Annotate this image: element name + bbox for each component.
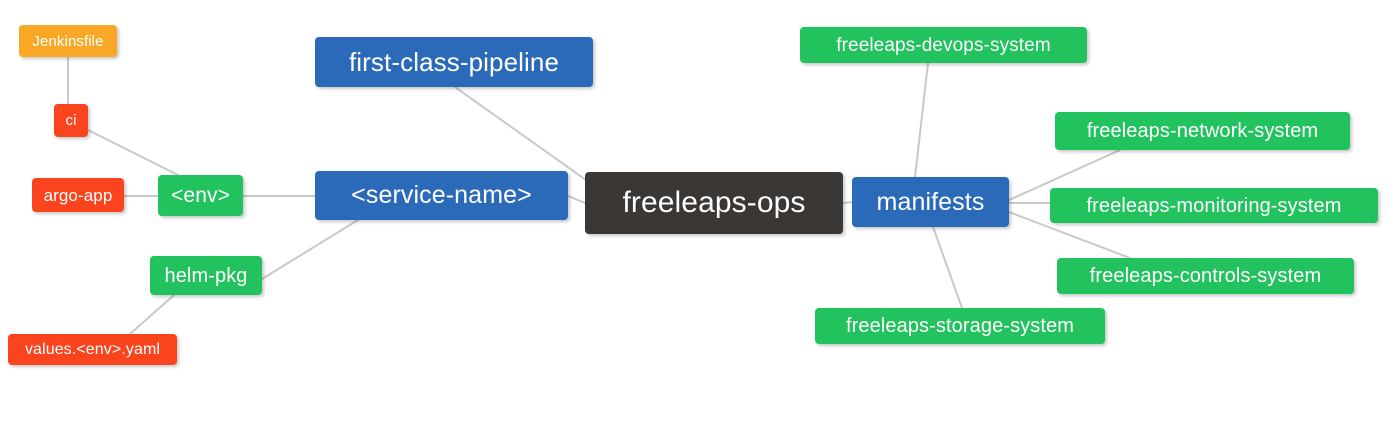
node-freeleaps-storage-system[interactable]: freeleaps-storage-system: [815, 308, 1105, 344]
node-freeleaps-monitoring-system[interactable]: freeleaps-monitoring-system: [1050, 188, 1378, 223]
node-freeleaps-devops-system[interactable]: freeleaps-devops-system: [800, 27, 1087, 63]
node-freeleaps-controls-system[interactable]: freeleaps-controls-system: [1057, 258, 1354, 294]
node-helm-pkg[interactable]: helm-pkg: [150, 256, 262, 295]
node-argo-app[interactable]: argo-app: [32, 178, 124, 212]
node-jenkinsfile[interactable]: Jenkinsfile: [19, 25, 117, 57]
edge-freeleaps-ops-to-service-name: [567, 195, 586, 204]
node-ci[interactable]: ci: [54, 104, 88, 137]
edge-manifests-to-freeleaps-devops-system: [914, 62, 929, 178]
edge-freeleaps-ops-to-manifests: [842, 201, 853, 204]
edge-freeleaps-ops-to-first-class-pipeline: [454, 86, 601, 191]
node-service-name[interactable]: <service-name>: [315, 171, 568, 220]
node-manifests[interactable]: manifests: [852, 177, 1009, 227]
edge-manifests-to-freeleaps-storage-system: [932, 226, 963, 309]
node-first-class-pipeline[interactable]: first-class-pipeline: [315, 37, 593, 87]
node-freeleaps-ops[interactable]: freeleaps-ops: [585, 172, 843, 234]
node-freeleaps-network-system[interactable]: freeleaps-network-system: [1055, 112, 1350, 150]
edge-manifests-to-freeleaps-controls-system: [1008, 211, 1131, 259]
edge-service-name-to-helm-pkg: [261, 219, 359, 280]
edge-env-to-ci: [87, 129, 179, 176]
edge-manifests-to-freeleaps-network-system: [1008, 149, 1121, 201]
node-env[interactable]: <env>: [158, 175, 243, 216]
node-values-yaml[interactable]: values.<env>.yaml: [8, 334, 177, 365]
edge-helm-pkg-to-values-yaml: [129, 294, 175, 335]
